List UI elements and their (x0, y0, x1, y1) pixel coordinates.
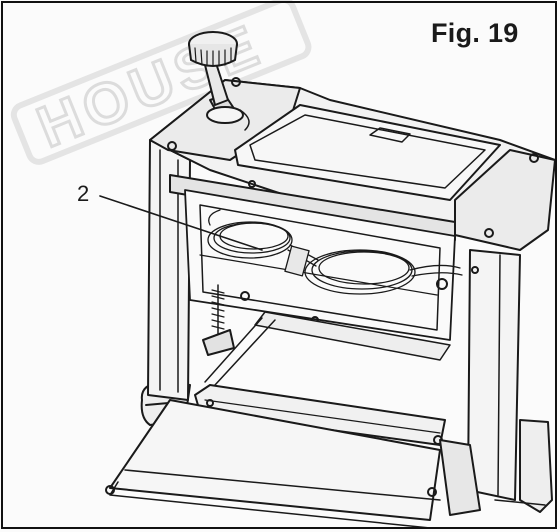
coiled-cable (207, 209, 463, 295)
figure-title: Fig. 19 (431, 18, 519, 48)
callout-number: 2 (77, 181, 90, 206)
callout-leader-line (99, 195, 263, 251)
